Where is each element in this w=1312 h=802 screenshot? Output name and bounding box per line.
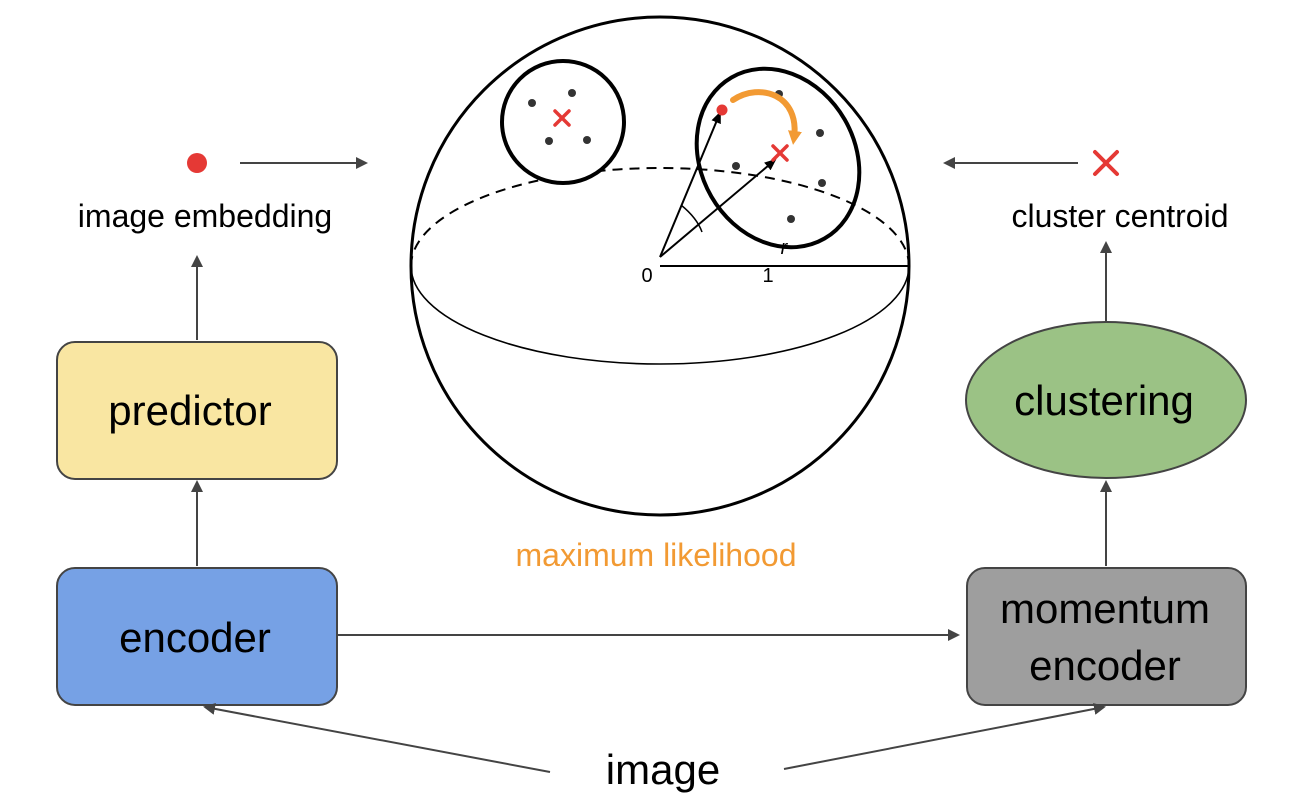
predictor-box [56, 341, 338, 480]
sphere-equator-back [410, 167, 910, 267]
momentum-encoder-box [966, 567, 1247, 706]
momentum-encoder-label-line2: encoder [1029, 642, 1181, 689]
cluster-ellipse-right [694, 66, 862, 250]
hypersphere: 0 1 r [409, 15, 911, 517]
image-embedding-label: image embedding [78, 198, 332, 234]
cluster-point [732, 162, 740, 170]
cluster-point [818, 179, 826, 187]
cluster-right-points [732, 90, 826, 223]
cluster-point [816, 129, 824, 137]
cluster-circle-left [500, 59, 626, 185]
embedding-vector [659, 111, 721, 258]
cluster-right-centroid-icon [771, 144, 789, 162]
centroid-vector [659, 158, 777, 258]
image-to-momentum-arrow [783, 703, 1106, 770]
momentum-encoder-label-line1: momentum [1000, 585, 1210, 632]
cluster-left-points [528, 89, 591, 145]
clustering-ellipse [965, 321, 1247, 479]
embedding-point-icon [716, 104, 728, 116]
cluster-point [787, 215, 795, 223]
cluster-point [528, 99, 536, 107]
encoder-label: encoder [119, 614, 271, 661]
predictor-label: predictor [108, 387, 271, 434]
encoder-box [56, 567, 338, 706]
centroid-cross-icon [1093, 150, 1119, 176]
embedding-dot-icon [187, 153, 207, 173]
image-to-encoder-arrow [203, 702, 551, 773]
axis-origin-label: 0 [641, 265, 652, 287]
cluster-point [568, 89, 576, 97]
cluster-point [583, 136, 591, 144]
cluster-centroid-label: cluster centroid [1012, 198, 1229, 234]
cluster-left-centroid-icon [553, 109, 571, 127]
maximum-likelihood-label: maximum likelihood [516, 537, 797, 573]
image-label: image [606, 746, 720, 793]
likelihood-arc [730, 89, 802, 145]
clustering-label: clustering [1014, 377, 1194, 424]
axis-one-label: 1 [762, 265, 773, 287]
sphere-equator-front [410, 265, 910, 365]
angle-arc [680, 204, 703, 233]
cluster-point [545, 137, 553, 145]
